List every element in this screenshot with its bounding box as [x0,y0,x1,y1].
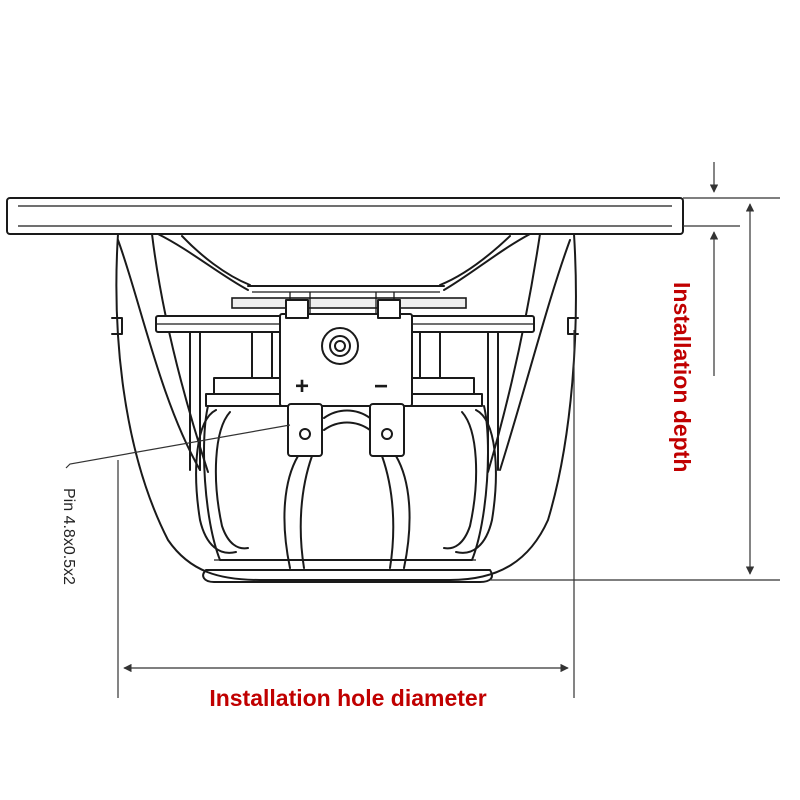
hole-diameter-dimension [117,330,575,698]
positive-terminal-mark: + [295,373,309,400]
installation-hole-diameter-label: Installation hole diameter [209,685,486,711]
mounting-flange [6,197,684,235]
terminal-pins [283,403,411,569]
pin-spec-label: Pin 4.8x0.5x2 [60,488,77,585]
terminal-board [279,299,413,407]
speaker-cone [157,233,531,293]
pin-callout [65,424,291,469]
negative-terminal-mark: − [374,373,388,400]
speaker-basket [111,233,579,583]
installation-depth-label: Installation depth [669,282,695,472]
depth-dimension [490,162,780,581]
